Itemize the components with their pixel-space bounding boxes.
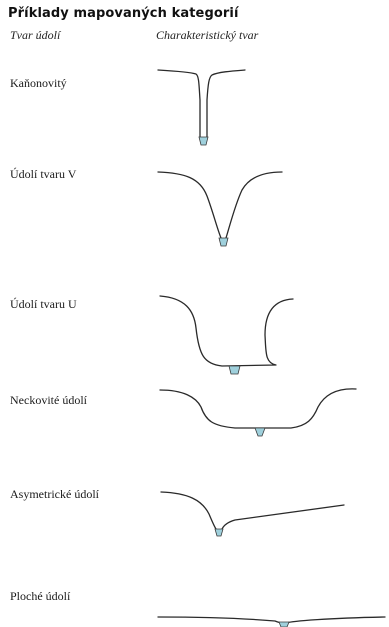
profile-flat-valley (157, 616, 386, 627)
canyon-water (198, 136, 209, 146)
profile-u-valley (159, 295, 294, 375)
diagram-title: Příklady mapovaných kategorií (8, 6, 239, 21)
profile-canyon (157, 69, 246, 146)
trough-valley-outline (159, 388, 357, 429)
label-v-valley: Údolí tvaru V (10, 167, 77, 181)
asymmetric-valley-outline (160, 491, 345, 530)
u-valley-outline (159, 295, 294, 367)
column-header-valley-shape: Tvar údolí (10, 28, 61, 42)
label-asymmetric-valley: Asymetrické údolí (10, 487, 99, 501)
v-valley-outline (157, 171, 283, 239)
label-trough-valley: Neckovité údolí (10, 393, 87, 407)
u-valley-water (228, 365, 241, 375)
canyon-outline (157, 69, 246, 138)
asymmetric-valley-water (214, 528, 224, 537)
v-valley-water (218, 237, 229, 247)
profile-asymmetric-valley (160, 491, 345, 537)
flat-valley-outline (157, 616, 386, 625)
profile-trough-valley (159, 388, 357, 437)
column-header-characteristic-shape: Charakteristický tvar (156, 28, 259, 42)
label-canyon: Kaňonovitý (10, 76, 67, 90)
profile-v-valley (157, 171, 283, 247)
label-u-valley: Údolí tvaru U (10, 297, 77, 311)
flat-valley-water (278, 621, 290, 627)
trough-valley-water (254, 427, 266, 437)
label-flat-valley: Ploché údolí (10, 589, 71, 603)
